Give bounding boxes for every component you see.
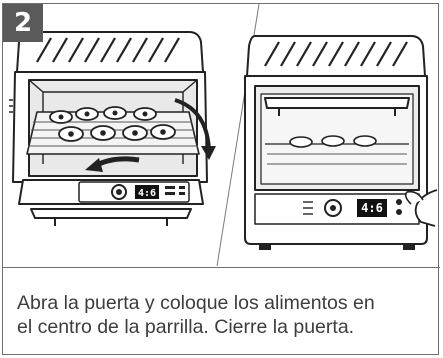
oven-open-door [9, 31, 216, 226]
caption-divider [3, 267, 440, 268]
step-number-badge: 2 [3, 4, 43, 42]
instruction-card: 4:6 [2, 3, 440, 355]
oven-closed-door [244, 35, 438, 250]
left-display-readout: 4:6 [138, 188, 156, 199]
caption-line-2: el centro de la parrilla. Cierre la puer… [17, 316, 355, 338]
instruction-caption: Abra la puerta y coloque los alimentos e… [17, 291, 437, 339]
caption-line-1: Abra la puerta y coloque los alimentos e… [17, 292, 375, 314]
illustration: 4:6 [9, 4, 438, 266]
right-display-readout: 4:6 [361, 201, 383, 215]
